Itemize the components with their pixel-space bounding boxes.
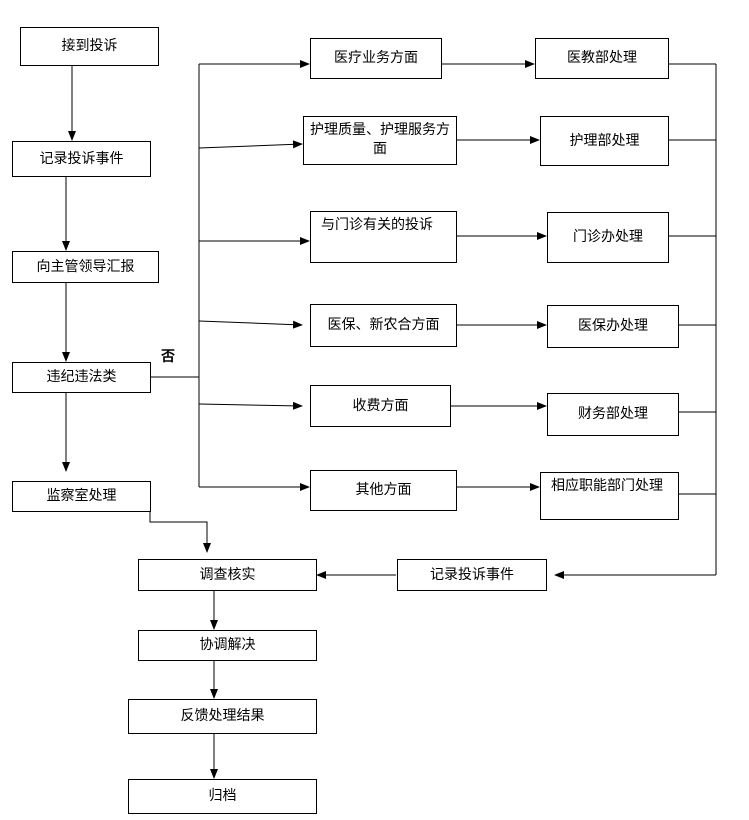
arrow-to-insurance <box>198 320 303 329</box>
node-archive: 归档 <box>128 779 317 814</box>
node-feedback: 反馈处理结果 <box>128 699 317 734</box>
node-record-2: 记录投诉事件 <box>397 559 547 591</box>
node-receive: 接到投诉 <box>20 27 159 66</box>
node-nursing-dept: 护理部处理 <box>540 116 669 166</box>
arrow-to-fees <box>198 401 303 410</box>
node-record-1: 记录投诉事件 <box>12 141 151 177</box>
node-medical: 医疗业务方面 <box>310 38 442 79</box>
node-outpatient: 与门诊有关的投诉 <box>310 211 457 263</box>
node-other: 其他方面 <box>310 470 457 511</box>
arrow-supervision-investigate <box>149 498 211 553</box>
node-finance-dept: 财务部处理 <box>547 393 679 436</box>
node-report: 向主管领导汇报 <box>12 251 159 283</box>
node-investigate: 调查核实 <box>138 559 317 591</box>
arrow-to-nursing <box>198 140 303 149</box>
node-violation: 违纪违法类 <box>12 362 151 393</box>
node-nursing: 护理质量、护理服务方面 <box>303 116 457 165</box>
node-outpatient-dept: 门诊办处理 <box>547 212 669 263</box>
node-insurance-dept: 医保办处理 <box>547 305 679 348</box>
node-supervision: 监察室处理 <box>12 481 151 512</box>
node-other-dept: 相应职能部门处理 <box>540 472 679 520</box>
node-resolve: 协调解决 <box>138 630 317 661</box>
node-fees: 收费方面 <box>310 385 451 427</box>
node-medical-dept: 医教部处理 <box>535 38 669 79</box>
node-insurance: 医保、新农合方面 <box>310 304 457 347</box>
label-no: 否 <box>161 349 175 365</box>
